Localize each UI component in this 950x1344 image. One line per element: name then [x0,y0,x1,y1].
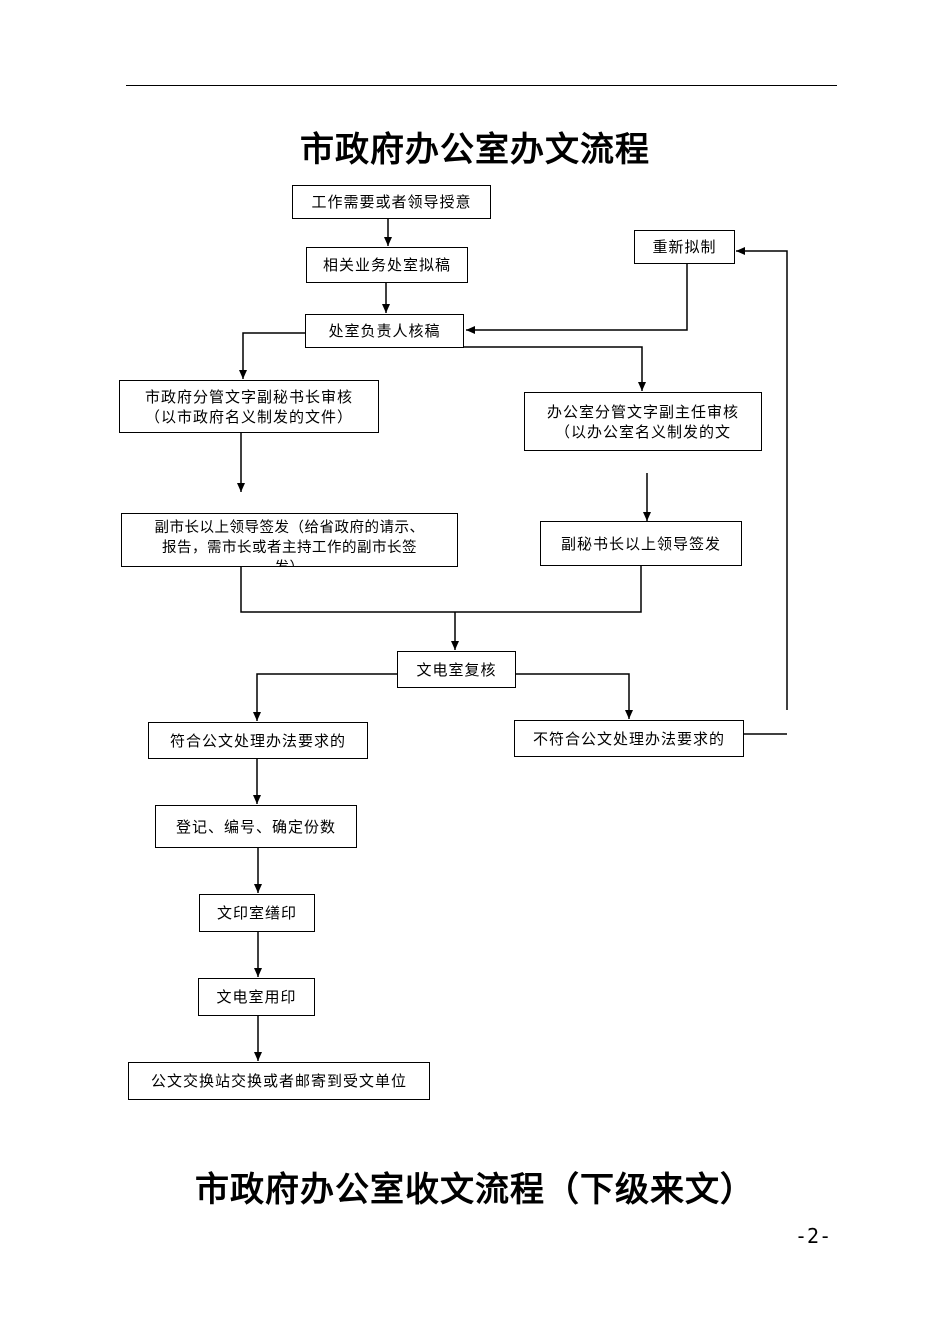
node-register-label: 登记、编号、确定份数 [175,817,336,836]
node-office-deputy-review-line-2: （以办公室名义制发的文 [554,422,731,441]
node-vice-mayor-sign-line-3: 发） [275,558,305,566]
merge-line-signoff [240,565,642,613]
node-start: 工作需要或者领导授意 [292,185,491,219]
node-dept-review: 处室负责人核稿 [305,314,464,348]
node-printing: 文印室缮印 [199,894,315,932]
node-telecom-recheck: 文电室复核 [397,651,516,688]
arrow-recheck-to-non-compliant [516,673,633,719]
node-dept-review-label: 处室负责人核稿 [328,322,441,340]
node-printing-label: 文印室缮印 [216,904,297,922]
arrow-redraft-to-review [466,264,688,334]
node-compliant: 符合公文处理办法要求的 [148,722,368,759]
node-draft-label: 相关业务处室拟稿 [322,256,451,274]
page-title: 市政府办公室办文流程 [300,130,650,170]
node-deputy-sg-sign: 副秘书长以上领导签发 [540,521,742,566]
node-compliant-label: 符合公文处理办法要求的 [169,731,346,750]
node-vice-mayor-sign-line-1: 副市长以上领导签发（给省政府的请示、 [154,520,425,536]
node-deputy-secretary-review-line-1: 市政府分管文字副秘书长审核 [144,387,353,406]
node-draft: 相关业务处室拟稿 [306,247,468,283]
arrow-loop-to-redraft [736,247,788,710]
node-dispatch-label: 公文交换站交换或者邮寄到受文单位 [150,1072,407,1090]
page-number: -2- [795,1224,832,1248]
node-vice-mayor-sign-line-2: 报告，需市长或者主持工作的副市长签 [162,540,417,556]
node-deputy-secretary-review-line-2: （以市政府名义制发的文件） [144,407,353,426]
node-deputy-secretary-review: 市政府分管文字副秘书长审核 （以市政府名义制发的文件） [119,380,379,433]
arrow-review-to-deputy-secretary [239,332,305,379]
header-rule [126,85,837,86]
node-vice-mayor-sign: 副市长以上领导签发（给省政府的请示、 报告，需市长或者主持工作的副市长签 发） [121,513,458,567]
node-telecom-recheck-label: 文电室复核 [416,660,497,679]
node-non-compliant: 不符合公文处理办法要求的 [514,720,744,757]
node-non-compliant-label: 不符合公文处理办法要求的 [532,729,725,748]
node-start-label: 工作需要或者领导授意 [311,193,472,211]
node-sealing-label: 文电室用印 [216,988,297,1006]
arrow-review-to-office-deputy [463,346,646,391]
arrow-recheck-to-compliant [253,673,397,721]
next-section-title: 市政府办公室收文流程（下级来文） [195,1170,755,1210]
node-dispatch: 公文交换站交换或者邮寄到受文单位 [128,1062,430,1100]
node-sealing: 文电室用印 [198,978,315,1016]
node-redraft: 重新拟制 [634,230,735,264]
node-register: 登记、编号、确定份数 [155,805,357,848]
node-office-deputy-review-line-1: 办公室分管文字副主任审核 [546,402,739,421]
node-office-deputy-review: 办公室分管文字副主任审核 （以办公室名义制发的文 [524,392,762,451]
node-deputy-sg-sign-label: 副秘书长以上领导签发 [560,534,721,553]
node-redraft-label: 重新拟制 [652,238,717,256]
